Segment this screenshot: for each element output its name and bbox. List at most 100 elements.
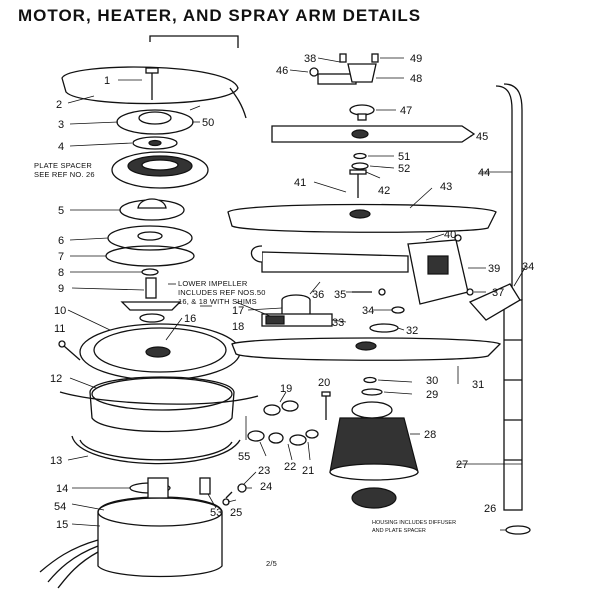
- callout-29: 29: [426, 389, 438, 401]
- callout-50: 50: [202, 117, 214, 129]
- callout-14: 14: [56, 483, 68, 495]
- callouts: 1 2 3 4 5 6 7 8 9 10 11 12 13 14 15 16 1…: [50, 53, 534, 531]
- svg-text:16, & 18 WITH SHIMS: 16, & 18 WITH SHIMS: [178, 297, 257, 306]
- heater-loop: [61, 35, 247, 119]
- hose-clamps: [247, 400, 319, 446]
- callout-41: 41: [294, 177, 306, 189]
- callout-4: 4: [58, 141, 64, 153]
- callout-18: 18: [232, 321, 244, 333]
- terminal-block: [199, 477, 211, 495]
- callout-20: 20: [318, 377, 330, 389]
- callout-35: 35: [334, 289, 346, 301]
- callout-21: 21: [302, 465, 314, 477]
- callout-53: 53: [210, 507, 222, 519]
- callout-40: 40: [444, 229, 456, 241]
- callout-37: 37: [492, 287, 504, 299]
- callout-9: 9: [58, 283, 64, 295]
- motor: [39, 477, 223, 589]
- middle-spray-arm: [227, 203, 497, 233]
- callout-43: 43: [440, 181, 452, 193]
- cap-26: [505, 525, 531, 535]
- callout-54: 54: [54, 501, 66, 513]
- svg-text:AND PLATE SPACER: AND PLATE SPACER: [372, 528, 426, 534]
- washers-51-52: [351, 152, 369, 170]
- callout-34: 34: [362, 305, 374, 317]
- svg-text:HOUSING INCLUDES DIFFUSER: HOUSING INCLUDES DIFFUSER: [372, 520, 456, 526]
- note-lower-impeller: LOWER IMPELLER INCLUDES REF NOS.50 16, &…: [178, 279, 266, 306]
- callout-7: 7: [58, 251, 64, 263]
- callout-44: 44: [478, 167, 490, 179]
- svg-text:PLATE SPACER: PLATE SPACER: [34, 161, 92, 170]
- screw-11: [58, 340, 81, 361]
- diaphragm: [107, 225, 193, 251]
- bearing-47: [349, 104, 375, 121]
- callout-23: 23: [258, 465, 270, 477]
- lower-spray-arm: [231, 337, 502, 361]
- washer-32: [369, 323, 399, 333]
- spray-tower: [468, 83, 523, 511]
- diagram-title: MOTOR, HEATER, AND SPRAY ARM DETAILS: [18, 6, 422, 25]
- callout-13: 13: [50, 455, 62, 467]
- spider-part: [132, 136, 178, 150]
- lower-impeller: [120, 277, 182, 323]
- callout-6: 6: [58, 235, 64, 247]
- callout-48: 48: [410, 73, 422, 85]
- callout-30: 30: [426, 375, 438, 387]
- callout-32: 32: [406, 325, 418, 337]
- callout-49: 49: [410, 53, 422, 65]
- stud-42: [349, 169, 367, 198]
- callout-45: 45: [476, 131, 488, 143]
- callout-24: 24: [260, 481, 272, 493]
- manifold: [261, 294, 333, 327]
- callout-39: 39: [488, 263, 500, 275]
- callout-28: 28: [424, 429, 436, 441]
- callout-31: 31: [472, 379, 484, 391]
- callout-52: 52: [398, 163, 410, 175]
- plate-spacer: [111, 151, 209, 189]
- callout-16: 16: [184, 313, 196, 325]
- callout-1: 1: [104, 75, 110, 87]
- callout-26: 26: [484, 503, 496, 515]
- callout-19: 19: [280, 383, 292, 395]
- callout-34-tower: 34: [522, 261, 534, 273]
- note-housing: HOUSING INCLUDES DIFFUSER AND PLATE SPAC…: [372, 520, 456, 534]
- callout-38: 38: [304, 53, 316, 65]
- callout-8: 8: [58, 267, 64, 279]
- screws-37-40: [454, 234, 474, 296]
- svg-text:INCLUDES REF NOS.50: INCLUDES REF NOS.50: [178, 288, 266, 297]
- fasteners-33-34: [352, 288, 405, 314]
- screw-20: [321, 391, 331, 420]
- callout-55: 55: [238, 451, 250, 463]
- top-arm-hub: [309, 53, 379, 85]
- callout-27: 27: [456, 459, 468, 471]
- screw-24: [225, 483, 247, 499]
- callout-12: 12: [50, 373, 62, 385]
- callout-47: 47: [400, 105, 412, 117]
- callout-15: 15: [56, 519, 68, 531]
- callout-36: 36: [312, 289, 324, 301]
- page-number: 2/5: [266, 559, 277, 568]
- supply-tube: [250, 239, 469, 305]
- callout-5: 5: [58, 205, 64, 217]
- callout-25: 25: [230, 507, 242, 519]
- motor-base: [59, 376, 259, 433]
- pump-housing: [79, 323, 241, 381]
- pump-housing-28: [329, 401, 419, 509]
- pump-cover: [119, 198, 185, 221]
- callout-33: 33: [332, 317, 344, 329]
- washer-8: [141, 268, 159, 276]
- upper-spray-arm: [271, 125, 476, 143]
- svg-text:LOWER IMPELLER: LOWER IMPELLER: [178, 279, 248, 288]
- callout-22: 22: [284, 461, 296, 473]
- callout-11: 11: [54, 323, 65, 335]
- callout-2: 2: [56, 99, 62, 111]
- heater-bracket: [71, 435, 241, 465]
- callout-17: 17: [232, 305, 244, 317]
- callout-10: 10: [54, 305, 66, 317]
- callout-51: 51: [398, 151, 410, 163]
- callout-3: 3: [58, 119, 64, 131]
- screw-1: [145, 67, 159, 100]
- filter-cover: [116, 109, 194, 135]
- leader-lines: [67, 57, 527, 531]
